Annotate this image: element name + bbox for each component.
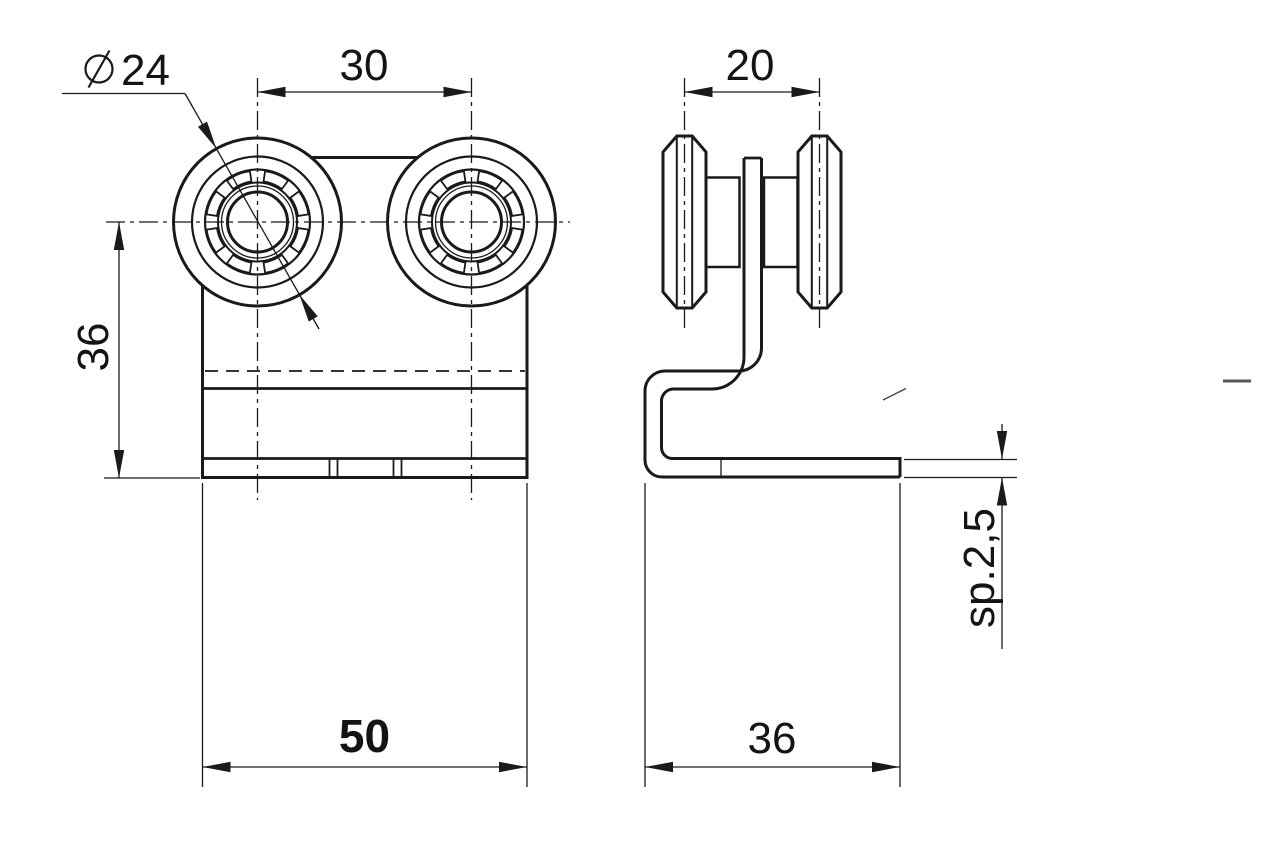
- dimension-overall-width-value: 50: [339, 710, 390, 762]
- dimension-roller-spacing: 30: [257, 41, 472, 98]
- dimension-roller-diameter-value: 24: [121, 46, 170, 95]
- dimension-roller-spacing-value: 30: [340, 41, 389, 90]
- dimension-sheet-thickness: sp.2,5: [904, 424, 1017, 649]
- bracket-front-body: [201, 156, 529, 479]
- arrowhead: [684, 86, 713, 98]
- dimension-roller-diameter: 24: [62, 46, 320, 330]
- dimension-bracket-height-value: 36: [69, 323, 118, 372]
- arrowhead: [791, 86, 820, 98]
- arrowhead: [202, 761, 231, 773]
- arrowhead: [113, 222, 125, 250]
- dimension-base-depth-value: 36: [748, 714, 797, 763]
- arrowhead: [645, 761, 673, 773]
- arrowhead: [113, 450, 125, 478]
- stray-diagonal-mark: [882, 387, 907, 401]
- dimension-roller-width-value: 20: [726, 41, 775, 90]
- side-view: [643, 134, 902, 479]
- roller-hub-left: [704, 176, 741, 269]
- diameter-symbol-icon: [84, 49, 114, 89]
- bracket-profile-inner: [660, 158, 902, 477]
- front-view: [172, 136, 557, 479]
- dimension-roller-width: 20: [684, 41, 820, 98]
- arrowhead: [257, 86, 286, 98]
- dimension-base-depth: 36: [644, 483, 901, 787]
- arrowhead: [996, 431, 1008, 459]
- dimension-sheet-thickness-value: sp.2,5: [955, 508, 1004, 628]
- arrowhead: [499, 761, 527, 773]
- dimension-bracket-height: 36: [69, 222, 200, 479]
- bracket-profile-outer: [643, 158, 900, 479]
- diameter-symbol-slash: [87, 49, 111, 89]
- arrowhead: [872, 761, 900, 773]
- diameter-symbol-circle: [84, 54, 114, 84]
- dimension-overall-width: 50: [201, 483, 528, 787]
- center-lines: [106, 78, 821, 500]
- arrowhead: [443, 86, 472, 98]
- roller-hub-right: [762, 176, 799, 269]
- arrowhead: [996, 477, 1008, 506]
- stray-marks: [882, 379, 1251, 401]
